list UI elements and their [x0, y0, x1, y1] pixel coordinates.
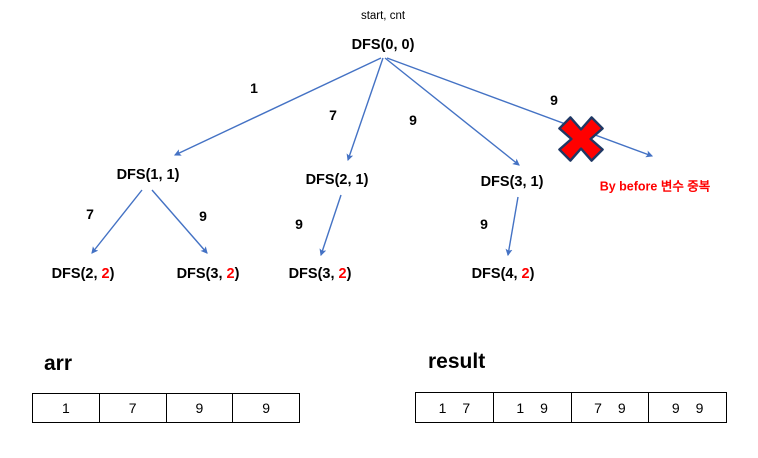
node-cnt-value: 2 — [101, 266, 110, 282]
node-call-suffix: ) — [346, 266, 352, 282]
result-cell: 1 9 — [494, 393, 572, 422]
edge-weight-label: 9 — [550, 92, 558, 108]
result-cell: 9 9 — [671, 399, 710, 416]
node-call-suffix: ) — [109, 266, 115, 282]
arr-cell: 9 — [167, 394, 234, 422]
node-call-suffix: ) — [529, 266, 535, 282]
tree-edge-root-to-cut — [386, 57, 654, 158]
tree-node-n22: DFS(2, 2) — [52, 266, 115, 282]
node-call-prefix: DFS(1, — [116, 167, 167, 183]
tree-node-root: DFS(0, 0) — [352, 37, 415, 53]
arr-cell: 1 — [33, 394, 100, 422]
tree-edge-n31-to-n42 — [505, 196, 519, 257]
tree-node-n32: DFS(3, 2) — [177, 266, 240, 282]
edge-weight-label: 7 — [86, 206, 94, 222]
edge-weight-label: 9 — [295, 216, 303, 232]
tree-edge-root-to-n21 — [346, 57, 384, 162]
tree-edge-root-to-n31 — [384, 57, 520, 166]
result-title: result — [428, 350, 486, 373]
tree-edge-n11-to-n22 — [91, 189, 143, 254]
start-cnt-caption: start, cnt — [360, 10, 406, 22]
node-cnt-value: 1 — [166, 167, 175, 183]
arr-title: arr — [44, 352, 73, 375]
edge-weight-label: 9 — [199, 208, 207, 224]
tree-node-n31: DFS(3, 1) — [481, 174, 544, 190]
edge-weight-label: 9 — [480, 216, 488, 232]
node-call-prefix: DFS(3, — [480, 174, 531, 190]
edge-weight-label: 9 — [409, 112, 417, 128]
node-call-prefix: DFS(2, — [51, 266, 102, 282]
edge-weight-label: 7 — [329, 107, 337, 123]
node-call-suffix: ) — [538, 174, 544, 190]
node-call-suffix: ) — [174, 167, 180, 183]
node-call-suffix: ) — [363, 172, 369, 188]
edge-weight-label: 1 — [250, 80, 258, 96]
tree-node-n11: DFS(1, 1) — [117, 167, 180, 183]
node-cnt-value: 2 — [226, 266, 235, 282]
red-x-mark — [558, 116, 604, 162]
result-cell: 7 9 — [572, 393, 650, 422]
node-cnt-value: 1 — [530, 174, 539, 190]
node-call-prefix: DFS(4, — [471, 266, 522, 282]
node-cnt-value: 1 — [355, 172, 364, 188]
tree-edge-n21-to-n32b — [319, 194, 342, 257]
arr-cell: 7 — [100, 394, 167, 422]
node-call-prefix: DFS(3, — [176, 266, 227, 282]
node-call-prefix: DFS(3, — [288, 266, 339, 282]
node-cnt-value: 2 — [521, 266, 530, 282]
x-cross-shape — [558, 116, 604, 162]
node-call-suffix: ) — [409, 37, 415, 53]
node-call-prefix: DFS(0, — [351, 37, 402, 53]
tree-node-n21: DFS(2, 1) — [306, 172, 369, 188]
tree-edge-root-to-n11 — [173, 57, 382, 156]
node-cnt-value: 2 — [338, 266, 347, 282]
tree-node-n32b: DFS(3, 2) — [289, 266, 352, 282]
tree-node-n42: DFS(4, 2) — [472, 266, 535, 282]
node-call-prefix: DFS(2, — [305, 172, 356, 188]
node-call-suffix: ) — [234, 266, 240, 282]
arr-cell: 9 — [262, 400, 271, 416]
duplicate-variable-note: By before 변수 중복 — [599, 179, 711, 194]
node-cnt-value: 0 — [401, 37, 410, 53]
result-cell: 1 7 — [416, 393, 494, 422]
